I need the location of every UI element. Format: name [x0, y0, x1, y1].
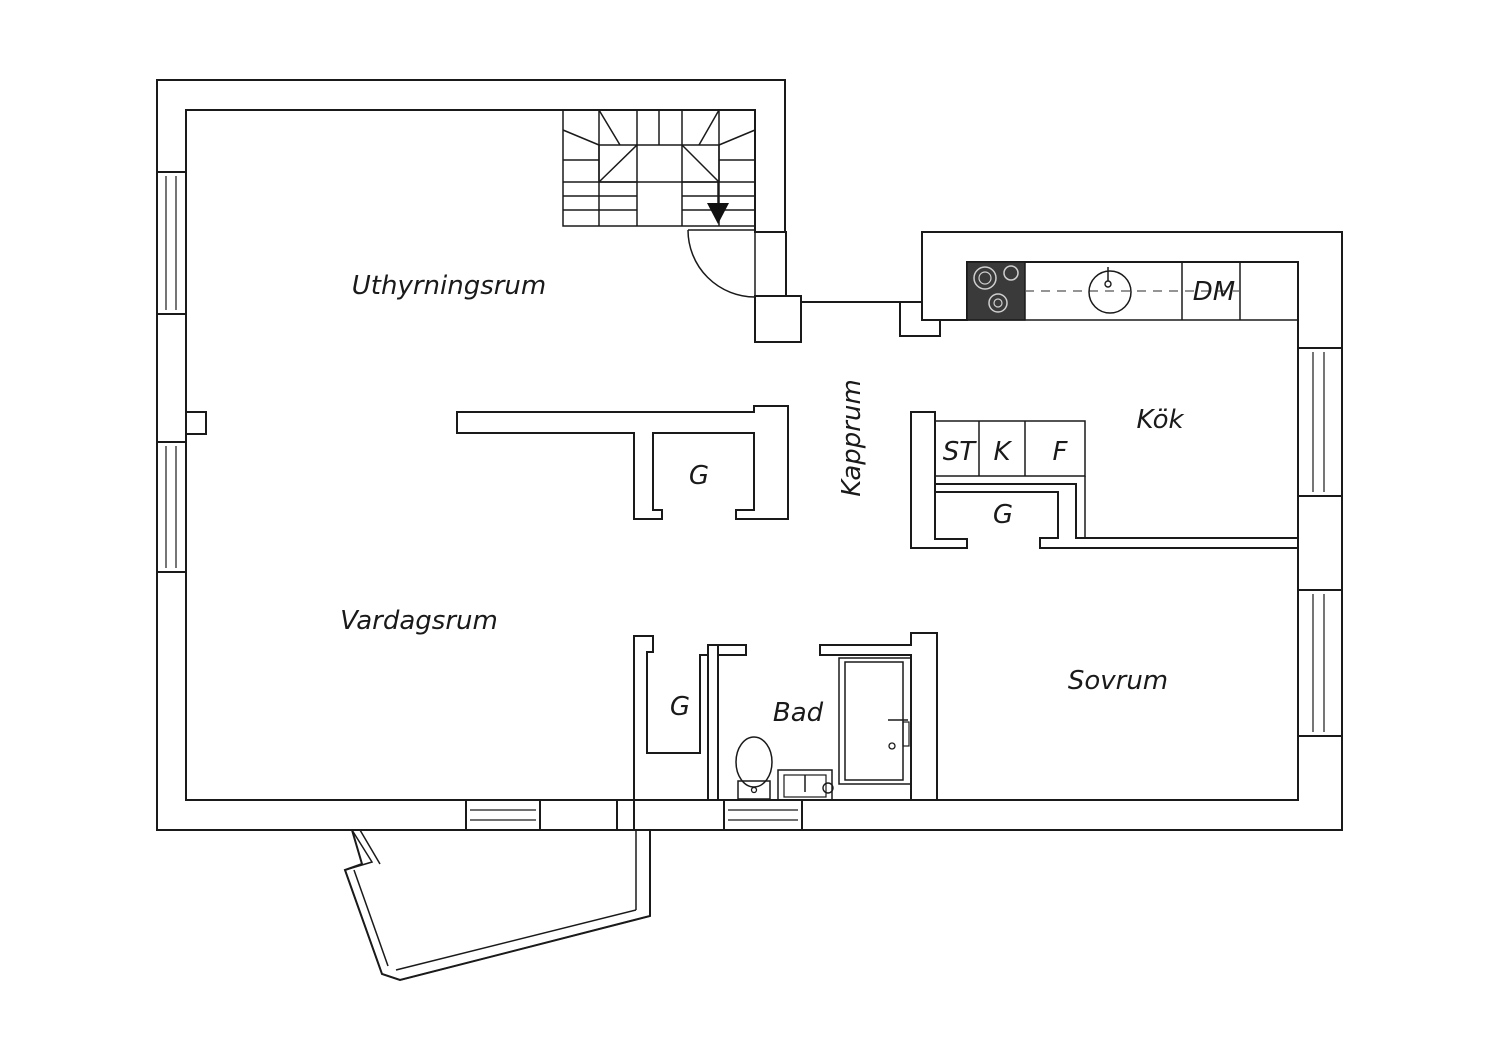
stair-pier: [754, 295, 802, 343]
room-label-sovrum: Sovrum: [1068, 666, 1168, 696]
bathroom-wall-left: [707, 644, 719, 801]
down-arrow-icon: [707, 203, 729, 224]
kitchen-storage-wall: [910, 411, 968, 549]
bathtub-icon: [838, 657, 912, 785]
appliance-label-st: ST: [943, 437, 978, 467]
appliance-label-f: F: [1053, 437, 1069, 467]
room-label-uthyrningsrum: Uthyrningsrum: [352, 271, 547, 301]
room-label-kapprum: Kapprum: [837, 379, 867, 497]
closet-label-upper: G: [689, 461, 709, 491]
window-icon: [465, 799, 541, 831]
divider-wall-upper: [456, 405, 789, 520]
toilet-icon: [735, 736, 773, 800]
balcony: [343, 829, 651, 982]
closet-label-kitchen: G: [993, 500, 1013, 530]
kitchen-counter: [966, 261, 1299, 321]
closet-label-lower: G: [670, 692, 690, 722]
window-icon: [1297, 589, 1343, 737]
sink-icon: [1088, 267, 1132, 314]
washbasin-icon: [777, 769, 834, 801]
appliance-row: [934, 420, 1086, 538]
window-icon: [156, 441, 187, 573]
kitchen-closet-wall: [934, 483, 1299, 549]
window-icon: [156, 171, 187, 315]
room-label-bad: Bad: [773, 698, 824, 728]
kitchen-corner-pier: [899, 301, 941, 337]
window-icon: [723, 799, 803, 831]
appliance-label-dm: DM: [1193, 277, 1235, 307]
room-label-kok: Kök: [1136, 405, 1184, 435]
window-icon: [1297, 347, 1343, 497]
appliance-label-k: K: [993, 437, 1012, 467]
room-label-vardagsrum: Vardagsrum: [340, 606, 498, 636]
door-swing-icon: [687, 229, 756, 298]
wall-stub-bottom: [616, 799, 635, 831]
interior-left: [185, 109, 1299, 801]
bathroom-wall-right: [819, 632, 938, 801]
wall-notch: [185, 411, 207, 435]
